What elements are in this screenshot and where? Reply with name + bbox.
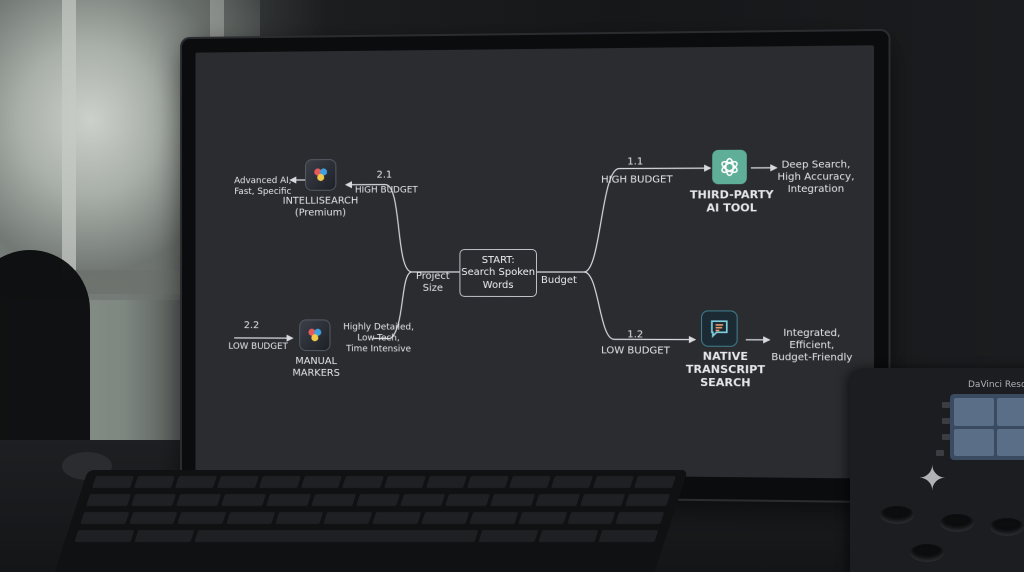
benefit-label: Highly Detailed, <box>343 322 414 333</box>
openai-icon <box>718 156 740 178</box>
console-knob <box>940 514 974 532</box>
tool-label: AI TOOL <box>690 201 774 215</box>
start-label: Words <box>483 280 514 292</box>
tool-label: SEARCH <box>686 376 765 390</box>
benefit-manual-markers: Highly Detailed, Low-Tech, Time Intensiv… <box>343 322 414 354</box>
start-label: Search Spoken <box>461 267 535 279</box>
console-button <box>942 434 950 440</box>
tool-label: MANUAL <box>292 356 339 368</box>
benefit-label: High Accuracy, <box>777 171 854 184</box>
branch-number-2-2: 2.2 <box>244 320 259 332</box>
console-button <box>942 402 950 408</box>
keyboard-row <box>74 530 658 542</box>
tool-label: NATIVE <box>686 350 765 364</box>
branch-number-1-2: 1.2 <box>627 329 643 341</box>
keyboard-row <box>92 476 676 488</box>
branch-label-1-2: LOW BUDGET <box>601 345 670 357</box>
benefit-label: Budget-Friendly <box>771 352 852 365</box>
benefit-label: Deep Search, <box>777 159 854 172</box>
benefit-label: Integrated, <box>771 328 852 340</box>
console-knob <box>880 506 914 524</box>
benefit-label: Advanced AI, <box>234 176 291 187</box>
benefit-third-party: Deep Search, High Accuracy, Integration <box>777 159 854 196</box>
tool-label: TRANSCRIPT <box>686 363 765 377</box>
branch-label-2-1: HIGH BUDGET <box>355 185 418 196</box>
console-knob <box>910 544 944 562</box>
keyboard-row <box>86 494 670 506</box>
benefit-label: Integration <box>777 184 854 196</box>
monitor: START: Search Spoken Words Project Size … <box>182 31 888 501</box>
start-node: START: Search Spoken Words <box>459 249 537 297</box>
benefit-native-transcript: Integrated, Efficient, Budget-Friendly <box>771 328 852 365</box>
tool-intellisearch: INTELLISEARCH (Premium) <box>283 196 359 220</box>
benefit-label: Fast, Specific <box>234 187 291 198</box>
transcript-icon <box>708 317 730 339</box>
davinci-resolve-icon <box>300 320 329 350</box>
branch-label-2-2: LOW BUDGET <box>228 342 288 353</box>
openai-icon <box>712 150 747 185</box>
console-knob <box>990 518 1024 536</box>
decision-budget: Budget <box>541 275 577 287</box>
keyboard-row <box>80 512 664 524</box>
benefit-intellisearch: Advanced AI, Fast, Specific <box>234 176 291 198</box>
davinci-resolve-icon <box>306 160 335 190</box>
tool-label: THIRD-PARTY <box>690 188 774 202</box>
branch-number-2-1: 2.1 <box>377 170 393 182</box>
keyboard <box>52 470 688 572</box>
control-surface-screen <box>950 394 1024 460</box>
davinci-resolve-icon <box>305 325 325 345</box>
benefit-label: Low-Tech, <box>343 333 414 344</box>
benefit-label: Efficient, <box>771 340 852 352</box>
flowchart: START: Search Spoken Words Project Size … <box>195 45 874 478</box>
tool-label: MARKERS <box>292 368 339 380</box>
davinci-resolve-icon <box>311 165 331 185</box>
control-surface-label: DaVinci Resolv <box>968 380 1024 390</box>
tool-native-transcript: NATIVE TRANSCRIPT SEARCH <box>686 350 765 390</box>
branch-number-1-1: 1.1 <box>627 156 643 168</box>
start-label: START: <box>482 255 515 266</box>
sparkle-icon: ✦ <box>918 462 947 496</box>
window-frame <box>62 0 76 280</box>
decision-project-size: Project Size <box>416 271 450 295</box>
decision-label: Project <box>416 271 450 283</box>
console-button <box>942 418 950 424</box>
tool-label: (Premium) <box>283 208 359 220</box>
decision-label: Size <box>416 283 450 295</box>
console-button <box>936 450 944 456</box>
tool-third-party: THIRD-PARTY AI TOOL <box>690 188 774 215</box>
tool-label: INTELLISEARCH <box>283 196 359 208</box>
benefit-label: Time Intensive <box>343 344 414 355</box>
transcript-icon <box>702 311 737 345</box>
monitor-screen: START: Search Spoken Words Project Size … <box>195 45 874 478</box>
tool-manual-markers: MANUAL MARKERS <box>292 356 339 380</box>
branch-label-1-1: HIGH BUDGET <box>601 174 673 186</box>
